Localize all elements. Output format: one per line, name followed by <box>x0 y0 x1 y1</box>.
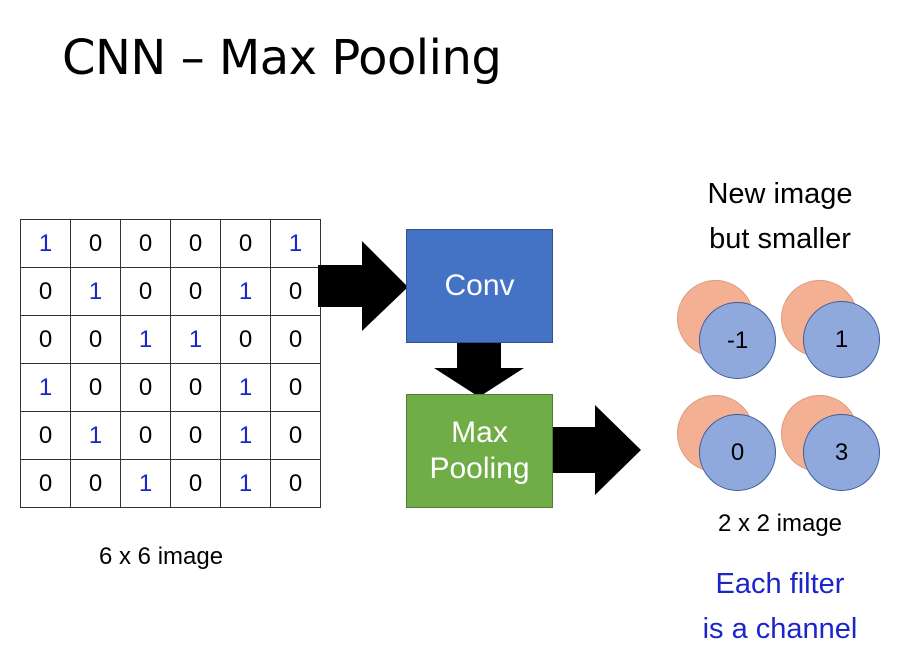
grid-cell: 0 <box>220 219 271 268</box>
grid-cell: 0 <box>170 411 221 460</box>
output-value-circle-1: -1 <box>699 302 776 379</box>
grid-cell: 0 <box>270 315 321 364</box>
output-value-circle-4: 3 <box>803 414 880 491</box>
grid-cell: 1 <box>220 363 271 412</box>
grid-cell: 0 <box>70 363 121 412</box>
grid-cell: 0 <box>270 267 321 316</box>
grid-cell: 0 <box>170 459 221 508</box>
grid-cell: 0 <box>170 363 221 412</box>
grid-cell: 1 <box>120 459 171 508</box>
input-image-caption: 6 x 6 image <box>99 543 224 570</box>
channel-note: Each filter is a channel <box>680 562 880 652</box>
grid-cell: 0 <box>70 219 121 268</box>
grid-cell: 0 <box>120 267 171 316</box>
grid-cell: 0 <box>20 315 71 364</box>
grid-cell: 1 <box>270 219 321 268</box>
grid-cell: 1 <box>220 267 271 316</box>
arrow-conv-to-pool <box>434 341 524 397</box>
output-value-4: 3 <box>834 438 849 466</box>
output-value-circle-3: 0 <box>699 414 776 491</box>
slide-title: CNN – Max Pooling <box>62 30 502 86</box>
output-heading-line1: New image <box>707 178 853 210</box>
channel-note-line2: is a channel <box>702 613 858 645</box>
grid-cell: 0 <box>120 219 171 268</box>
output-heading-line2: but smaller <box>709 223 851 255</box>
conv-box: Conv <box>406 229 553 343</box>
conv-label: Conv <box>444 269 515 302</box>
grid-cell: 1 <box>70 411 121 460</box>
output-heading: New image but smaller <box>690 172 870 262</box>
grid-cell: 1 <box>20 219 71 268</box>
grid-cell: 0 <box>70 459 121 508</box>
grid-cell: 0 <box>20 267 71 316</box>
output-value-1: -1 <box>726 326 749 354</box>
max-pooling-box: Max Pooling <box>406 394 553 508</box>
grid-cell: 1 <box>220 411 271 460</box>
channel-note-line1: Each filter <box>715 568 845 600</box>
grid-cell: 1 <box>170 315 221 364</box>
output-value-2: 1 <box>834 325 849 353</box>
grid-cell: 0 <box>220 315 271 364</box>
grid-cell: 0 <box>70 315 121 364</box>
grid-cell: 0 <box>270 459 321 508</box>
grid-cell: 0 <box>170 267 221 316</box>
output-value-circle-2: 1 <box>803 301 880 378</box>
grid-cell: 1 <box>220 459 271 508</box>
grid-cell: 0 <box>120 411 171 460</box>
arrow-grid-to-conv <box>318 241 408 331</box>
max-pooling-label-line2: Pooling <box>429 452 530 485</box>
output-image-caption: 2 x 2 image <box>717 510 843 537</box>
max-pooling-label-line1: Max <box>451 416 508 449</box>
grid-cell: 0 <box>20 459 71 508</box>
output-value-3: 0 <box>730 438 745 466</box>
arrow-pool-to-output <box>551 405 641 495</box>
